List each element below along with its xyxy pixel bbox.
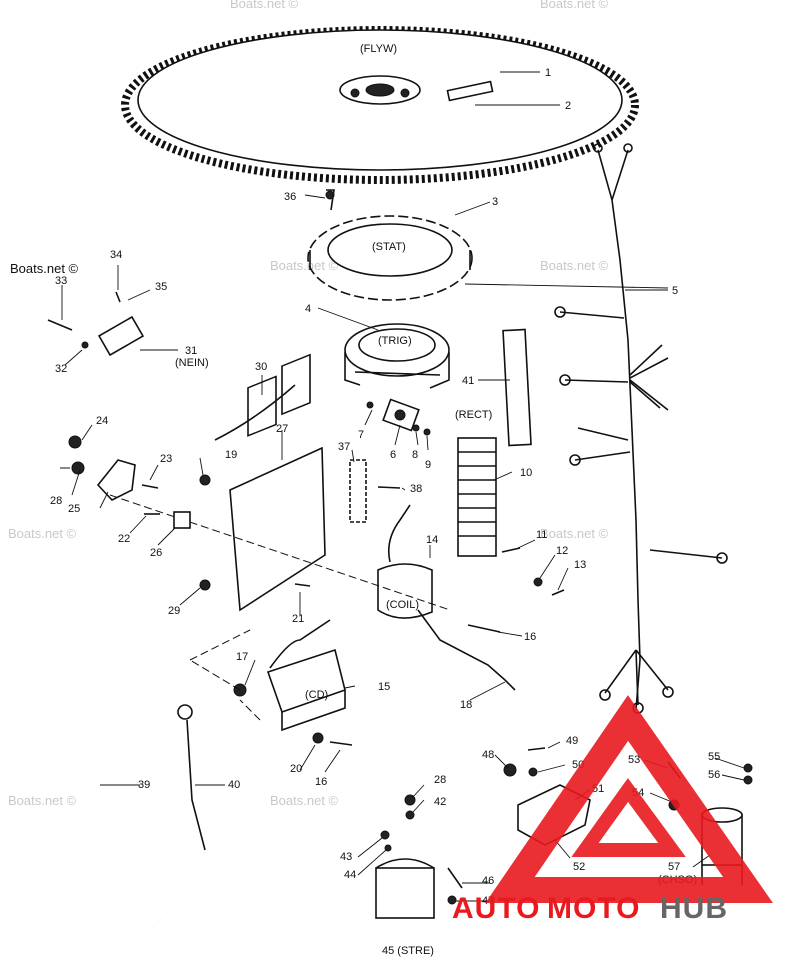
callout-28b: 28 [434,774,446,786]
flywheel-part [121,26,639,184]
callout-37: 37 [338,441,350,453]
watermark-dark: Boats.net © [10,261,79,276]
trigger-tag: (TRIG) [378,335,412,347]
callout-6: 6 [390,449,396,461]
callout-38: 38 [410,483,422,495]
decal-strip-part [502,328,532,447]
callout-31: 31 [185,345,197,357]
callout-48: 48 [482,749,494,761]
callout-22: 22 [118,533,130,545]
callout-4: 4 [305,303,311,315]
callout-36: 36 [284,191,296,203]
watermark-2: Boats.net © [540,0,609,11]
callout-57: 57 [668,861,680,873]
callout-18: 18 [460,699,472,711]
callout-17: 17 [236,651,248,663]
callout-13: 13 [574,559,586,571]
callout-33: 33 [55,275,67,287]
callout-53: 53 [628,754,640,766]
logo-text-hub: HUB [660,892,728,925]
trigger-part [344,323,450,389]
solenoid-tag: 45 (STRE) [382,945,434,957]
automotohub-logo: AUTO MOTO HUB [452,695,773,925]
bracket-part [96,459,136,501]
callout-2: 2 [565,100,571,112]
logo-triangle [485,695,773,903]
callout-55: 55 [708,751,720,763]
watermark-7: Boats.net © [8,793,77,808]
callout-8: 8 [412,449,418,461]
coil-tag: (COIL) [386,599,419,611]
callout-35: 35 [155,281,167,293]
callout-5: 5 [672,285,678,297]
assembly-line-b [189,629,261,721]
starter-solenoid-part [375,858,435,919]
watermark-3: Boats.net © [270,258,339,273]
terminal-strip-part [349,459,367,523]
callout-56: 56 [708,769,720,781]
callout-16b: 16 [315,776,327,788]
ignition-coil-part [377,504,516,691]
rectifier-tag: (RECT) [455,409,492,421]
callout-40: 40 [228,779,240,791]
cd-tag: (CD) [305,689,328,701]
logo-triangle-inner [571,778,686,857]
callout-49: 49 [566,735,578,747]
callout-11: 11 [536,529,547,541]
callout-20: 20 [290,763,302,775]
callout-15: 15 [378,681,390,693]
watermark-1: Boats.net © [230,0,299,11]
callout-34: 34 [110,249,122,261]
logo-text-moto: MOTO [547,892,640,925]
callout-42: 42 [434,796,446,808]
callout-39: 39 [138,779,150,791]
callout-46: 46 [482,875,494,887]
callout-9: 9 [425,459,431,471]
callout-12: 12 [556,545,568,557]
watermark-6: Boats.net © [540,526,609,541]
callout-19: 19 [225,449,237,461]
rectifier-part [382,398,420,432]
callout-29: 29 [168,605,180,617]
callout-44: 44 [344,869,356,881]
ground-cable-30 [214,384,296,441]
battery-cable-39 [68,650,191,922]
callout-24: 24 [96,415,108,427]
callout-7: 7 [358,429,364,441]
callout-3: 3 [492,196,498,208]
logo-text-auto: AUTO [452,892,540,925]
mounting-plate-part [229,353,326,612]
callout-21: 21 [292,613,304,625]
callout-23: 23 [160,453,172,465]
callout-26: 26 [150,547,162,559]
callout-14: 14 [426,534,438,546]
callout-52: 52 [573,861,585,873]
callout-1: 1 [545,67,551,79]
callout-30: 30 [255,361,267,373]
callout-27: 27 [276,423,288,435]
watermark-8: Boats.net © [270,793,339,808]
stator-part [307,215,473,301]
callout-32: 32 [55,363,67,375]
stator-tag: (STAT) [372,241,406,253]
callout-10: 10 [520,467,532,479]
leader-lines [60,71,745,902]
flywheel-tag: (FLYW) [360,43,397,55]
callout-28a: 28 [50,495,62,507]
callout-25: 25 [68,503,80,515]
callout-43: 43 [340,851,352,863]
callout-numbers: 1 2 3 4 5 6 7 8 9 10 11 12 13 14 15 16 1… [50,67,720,907]
watermark-4: Boats.net © [540,258,609,273]
ground-cable-40 [177,704,206,851]
watermark-5: Boats.net © [8,526,77,541]
wiring-harness-part [554,143,728,714]
nein-tag: (NEIN) [175,357,209,369]
cd-module-part [233,619,346,732]
interface-module-part [97,315,145,357]
callout-41: 41 [462,375,474,387]
terminal-block-part [457,437,497,557]
callout-16a: 16 [524,631,536,643]
